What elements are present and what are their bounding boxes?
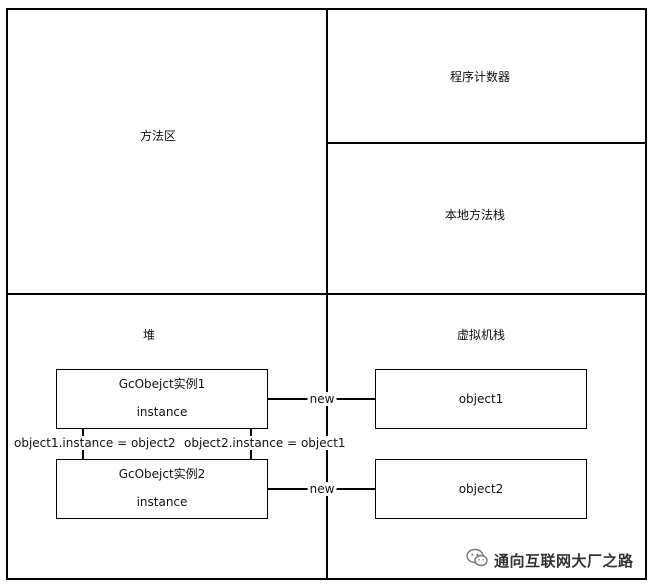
heap-object-1: GcObejct实例1 instance: [56, 369, 268, 429]
wechat-icon: [466, 548, 488, 572]
reference-label-object1-instance: object1.instance = object2: [12, 436, 178, 450]
horizontal-divider-middle: [6, 293, 647, 295]
stack-var-object2-label: object2: [458, 482, 504, 496]
vm-stack-label: 虚拟机栈: [456, 328, 506, 342]
heap-label: 堆: [142, 328, 156, 342]
new-label-1: new: [307, 392, 337, 406]
stack-var-object1: object1: [375, 369, 587, 429]
horizontal-divider-top-right: [326, 142, 647, 144]
heap-object-2-field: instance: [136, 495, 188, 509]
watermark: 通向互联网大厂之路: [466, 548, 634, 572]
heap-object-2: GcObejct实例2 instance: [56, 459, 268, 519]
heap-object-1-field: instance: [136, 405, 188, 419]
stack-var-object1-label: object1: [458, 392, 504, 406]
new-label-2: new: [307, 482, 337, 496]
method-area-label: 方法区: [139, 129, 177, 143]
heap-object-2-title: GcObejct实例2: [118, 467, 206, 481]
watermark-text: 通向互联网大厂之路: [494, 551, 634, 570]
reference-label-object2-instance: object2.instance = object1: [182, 436, 348, 450]
stack-var-object2: object2: [375, 459, 587, 519]
program-counter-label: 程序计数器: [449, 70, 511, 84]
native-method-stack-label: 本地方法栈: [444, 208, 506, 222]
heap-object-1-title: GcObejct实例1: [118, 377, 206, 391]
